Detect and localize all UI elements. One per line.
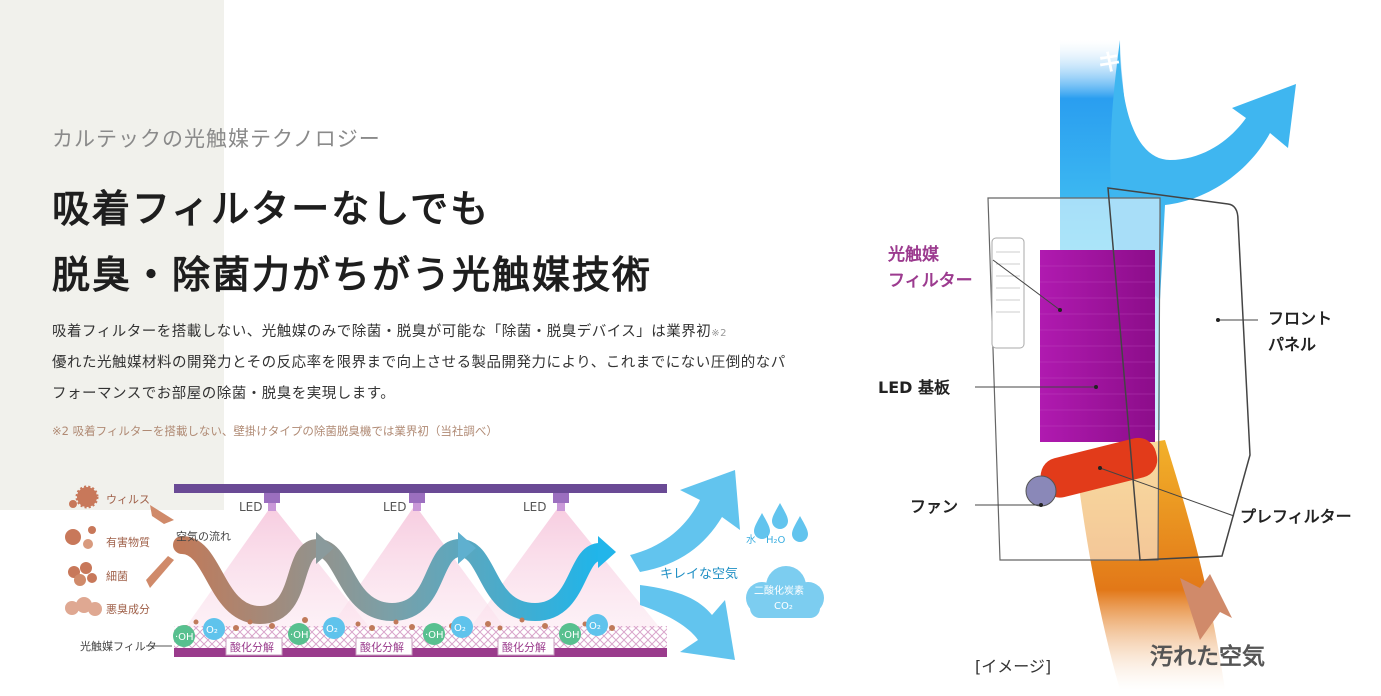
harmful-substance-icon [65,529,81,545]
oh-label-3: ·OH [425,630,444,641]
pollutant-odor: 悪臭成分 [106,602,150,616]
device-side-panel [991,237,1025,349]
section-subtitle: カルテックの光触媒テクノロジー [52,127,381,151]
front-panel [1107,187,1251,561]
airflow-wave [173,536,609,625]
pollutant-arrow [150,505,174,524]
led-label-2: LED [383,500,407,514]
dirty-air-arrow [1180,574,1232,640]
led-label-1: LED [239,500,263,514]
clean-air-down-arrow [640,585,735,660]
co2-formula: CO₂ [774,601,793,612]
background-panel [0,0,224,510]
filter-bar [174,648,667,657]
decomposition-label-2: 酸化分解 [360,640,404,654]
led-bar [174,484,667,493]
o2-label-1: O₂ [206,625,218,636]
callout-front-panel-line1: フロント [1268,309,1332,328]
water-formula: H₂O [766,535,786,546]
water-drop-icon [754,503,808,542]
callout-photocatalyst-line2: フィルター [888,271,973,291]
oh-label-4: ·OH [561,630,580,641]
airflow-arrow-1 [316,532,334,564]
decomposition-label-3: 酸化分解 [502,640,546,654]
body-text-1: 吸着フィルターを搭載しない、光触媒のみで除菌・脱臭が可能な「除菌・脱臭デバイス」… [52,324,712,340]
odor-icon [65,601,79,615]
co2-label: 二酸化炭素 [754,584,804,597]
led-label-3: LED [523,500,547,514]
body-text-line-1: 吸着フィルターを搭載しない、光触媒のみで除菌・脱臭が可能な「除菌・脱臭デバイス」… [52,320,727,341]
pollutant-bacteria: 細菌 [106,570,128,583]
airflow-arrow-3 [598,536,616,568]
oh-label-2: ·OH [290,630,309,641]
device-dirty-air-label: 汚れた空気 [1150,643,1265,670]
body-text-line-3: フォーマンスでお部屋の除菌・脱臭を実現します。 [52,386,396,402]
decomposition-label-1: 酸化分解 [230,640,274,654]
airflow-label: 空気の流れ [176,529,231,543]
callout-photocatalyst-line1: 光触媒 [887,244,940,265]
callout-led-board: LED 基板 [878,378,951,397]
footnote: ※2 吸着フィルターを搭載しない、壁掛けタイプの除菌脱臭機では業界初（当社調べ） [52,424,498,438]
process-clean-air-label: キレイな空気 [660,566,738,582]
headline-line-2: 脱臭・除菌力がちがう光触媒技術 [52,253,653,297]
oh-label-1: ·OH [175,632,194,643]
water-label: 水 [746,534,756,546]
oh-o2-bubbles: ·OH O₂ ·OH O₂ ·OH O₂ ·OH O₂ [173,614,608,647]
callout-fan: ファン [910,497,958,516]
callout-prefilter: プレフィルター [1240,507,1352,526]
o2-label-4: O₂ [589,621,601,632]
callout-front-panel-line2: パネル [1268,335,1316,354]
body-text-line-2: 優れた光触媒材料の開発力とその反応率を限界まで向上させる製品開発力により、これま… [52,355,786,371]
o2-label-2: O₂ [326,624,338,635]
image-note: [イメージ] [975,657,1051,676]
filter-label: 光触媒フィルター [80,639,168,653]
co2-cloud-icon [746,566,824,618]
fan-motor-icon [1025,475,1057,507]
o2-label-3: O₂ [454,623,466,634]
device-clean-air-label: キレイな空気 [1098,49,1236,76]
pollutant-virus: ウィルス [106,493,150,506]
led-units [264,493,569,511]
footnote-marker: ※2 [711,328,728,339]
clean-air-up-arrow [630,470,740,572]
pollutant-harmful: 有害物質 [106,535,150,549]
virus-icon [75,485,99,509]
headline-line-1: 吸着フィルターなしでも [52,187,491,231]
pollutant-legend: ウィルス 有害物質 細菌 悪臭成分 [65,485,174,616]
airflow-arrow-2 [458,532,476,564]
